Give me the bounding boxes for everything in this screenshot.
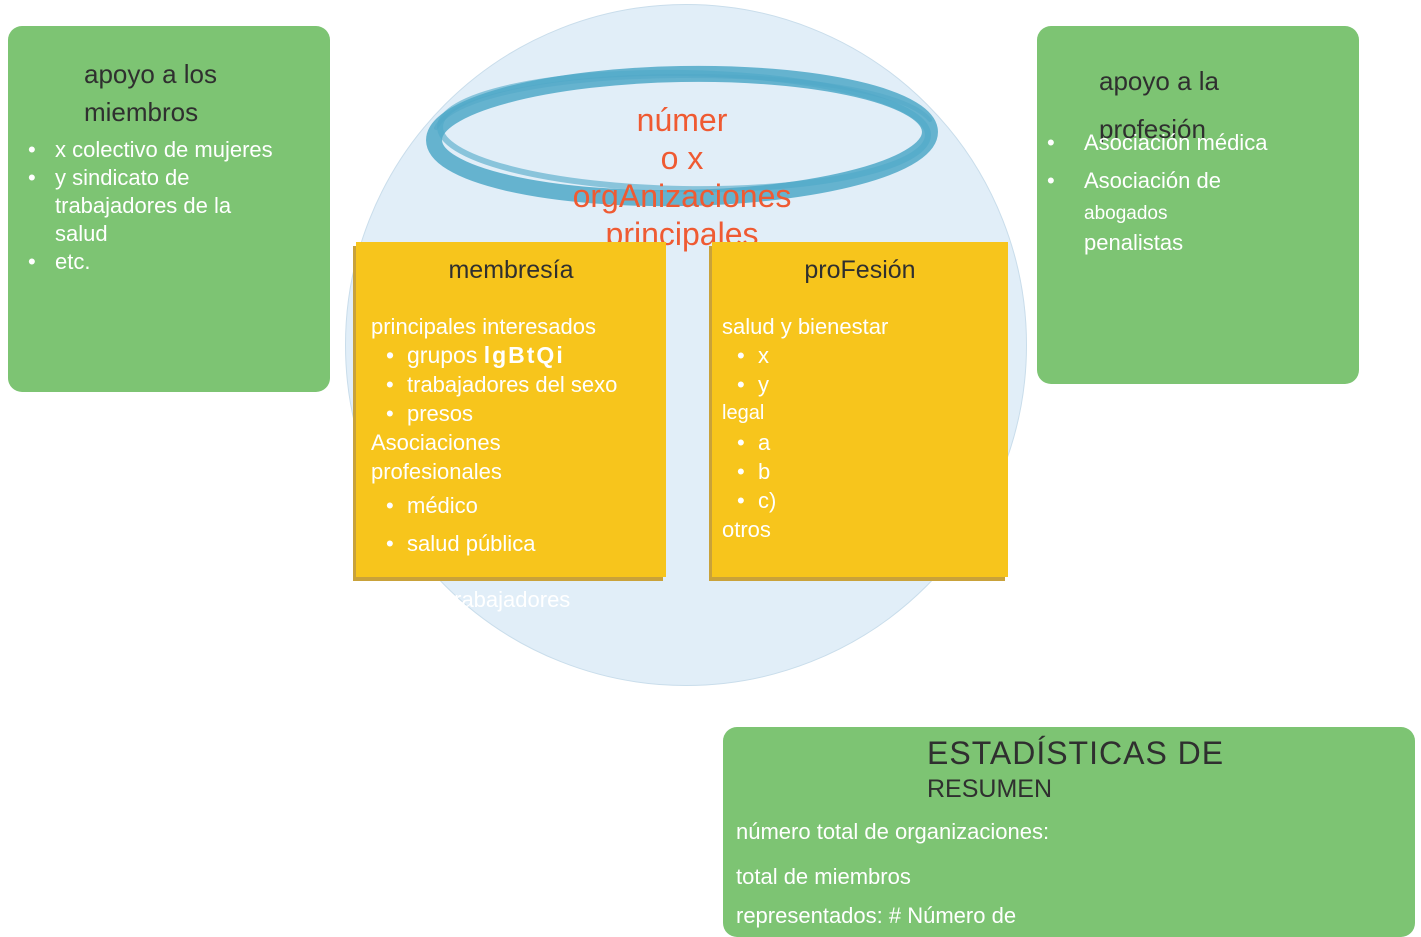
profession-heading: salud y bienestar bbox=[722, 314, 889, 339]
list-item: grupos lgBtQi bbox=[371, 341, 637, 370]
membership-heading: principales interesados bbox=[371, 314, 597, 339]
profession-heading: legal bbox=[722, 402, 765, 424]
profession-title: proFesión bbox=[804, 256, 916, 284]
profession-support-list: Asociación médica Asociación de abogados… bbox=[1047, 124, 1267, 258]
list-item-text: Asociación de bbox=[1084, 168, 1221, 193]
list-item: etc. bbox=[28, 248, 315, 276]
center-title: númer o x orgAnizaciones principales bbox=[500, 101, 864, 253]
member-support-list: x colectivo de mujeres y sindicato de tr… bbox=[28, 136, 315, 276]
list-item-continuation: abogados bbox=[1084, 203, 1168, 224]
center-title-line1: númer bbox=[636, 102, 728, 138]
summary-subtitle: RESUMEN bbox=[927, 775, 1053, 803]
list-item: Asociación de abogados penalistas bbox=[1047, 162, 1267, 258]
list-item: y bbox=[722, 370, 888, 399]
list-item: y sindicato de trabajadores de la salud bbox=[28, 164, 255, 248]
profession-support-box: apoyo a la profesión Asociación médica A… bbox=[1037, 26, 1359, 384]
list-item: x bbox=[722, 341, 888, 370]
profession-heading: otros bbox=[722, 517, 771, 542]
membership-title: membresía bbox=[448, 256, 574, 284]
member-support-title: apoyo a los miembros bbox=[84, 59, 217, 127]
list-item: x colectivo de mujeres bbox=[28, 136, 315, 164]
list-item-text: grupos bbox=[407, 342, 484, 368]
membership-list: principales interesados grupos lgBtQi tr… bbox=[371, 312, 637, 558]
list-item: médico bbox=[371, 491, 637, 520]
list-item-continuation: penalistas bbox=[1084, 230, 1184, 255]
summary-line: representados: # Número de bbox=[736, 903, 1017, 928]
list-item: salud pública bbox=[371, 529, 637, 558]
membership-heading: Asociaciones profesionales bbox=[371, 430, 502, 484]
profession-list: salud y bienestar x y legal a b c) otros bbox=[722, 312, 888, 544]
profession-box: proFesión salud y bienestar x y legal a … bbox=[712, 242, 1008, 577]
center-title-line2: o x bbox=[660, 140, 704, 176]
list-item: trabajadores del sexo bbox=[371, 370, 637, 399]
member-support-box: apoyo a los miembros x colectivo de muje… bbox=[8, 26, 330, 392]
list-item: a bbox=[722, 428, 888, 457]
overflow-text: trabajadores bbox=[448, 587, 571, 612]
summary-line: número total de organizaciones: bbox=[736, 819, 1050, 844]
list-item: b bbox=[722, 457, 888, 486]
membership-box: membresía principales interesados grupos… bbox=[356, 242, 666, 577]
summary-title: ESTADÍSTICAS DE bbox=[927, 735, 1225, 771]
list-item: presos bbox=[371, 399, 637, 428]
summary-stats-box: ESTADÍSTICAS DE RESUMEN número total de … bbox=[723, 727, 1415, 937]
list-item: Asociación médica bbox=[1047, 124, 1267, 162]
lgbtqi-label: lgBtQi bbox=[483, 342, 565, 368]
center-title-line3: orgAnizaciones bbox=[572, 178, 792, 214]
list-item: c) bbox=[722, 486, 888, 515]
summary-line: total de miembros bbox=[736, 864, 911, 889]
